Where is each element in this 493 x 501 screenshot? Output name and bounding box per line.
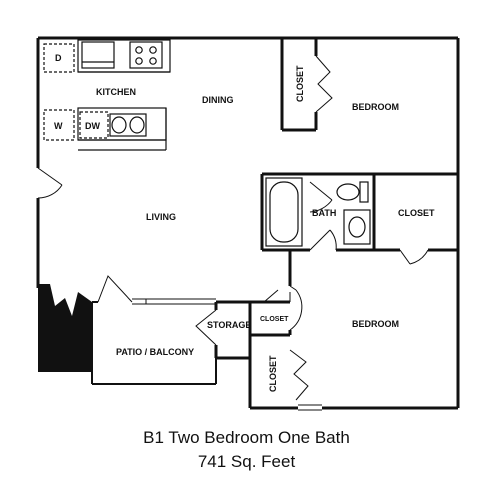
closet-upper-label: CLOSET — [295, 65, 305, 102]
toilet-icon — [336, 181, 369, 203]
kitchen-label: KITCHEN — [96, 87, 136, 97]
patio-door — [97, 275, 133, 303]
lower-walls — [214, 250, 292, 360]
entry-door — [37, 167, 63, 199]
patio-label: PATIO / BALCONY — [116, 347, 194, 357]
sink-icon — [109, 113, 147, 137]
kitchen-counters — [77, 39, 171, 151]
dryer-label: D — [55, 53, 62, 63]
sliding-glass-door — [132, 298, 216, 305]
living-label: LIVING — [146, 212, 176, 222]
bath-door — [309, 229, 337, 251]
storage-label: STORAGE — [207, 320, 251, 330]
washer-icon — [43, 109, 75, 141]
bedroom1-label: BEDROOM — [352, 102, 399, 112]
bath-entry-door — [309, 181, 333, 213]
bedroom2-window — [298, 404, 322, 411]
bedroom2-door — [289, 285, 303, 331]
dining-label: DINING — [202, 95, 234, 105]
refrigerator-icon — [81, 41, 115, 69]
vanity-icon — [343, 209, 371, 245]
lower-closet-door — [289, 349, 309, 401]
dryer-icon — [43, 43, 75, 73]
bedroom2-label: BEDROOM — [352, 319, 399, 329]
bath-closet-door — [399, 249, 429, 265]
closet-small-label: CLOSET — [260, 316, 289, 323]
dishwasher-label: DW — [85, 121, 100, 131]
small-closet-door — [263, 289, 291, 303]
washer-label: W — [54, 121, 63, 131]
dishwasher-icon — [79, 111, 109, 139]
upper-bedroom-walls — [262, 38, 458, 176]
exterior-walls — [36, 36, 460, 410]
closet-bath-label: CLOSET — [398, 208, 435, 218]
stove-icon — [129, 41, 163, 69]
closet-lower-label: CLOSET — [268, 355, 278, 392]
fireplace — [38, 284, 92, 372]
storage-door — [195, 309, 217, 346]
bath-walls — [260, 174, 458, 252]
bath-label: BATH — [312, 208, 336, 218]
upper-closet-door — [315, 55, 333, 113]
bathtub-icon — [265, 177, 303, 247]
patio-walls — [91, 301, 217, 385]
plan-area: 741 Sq. Feet — [197, 452, 296, 471]
plan-title: B1 Two Bedroom One Bath — [143, 428, 350, 447]
